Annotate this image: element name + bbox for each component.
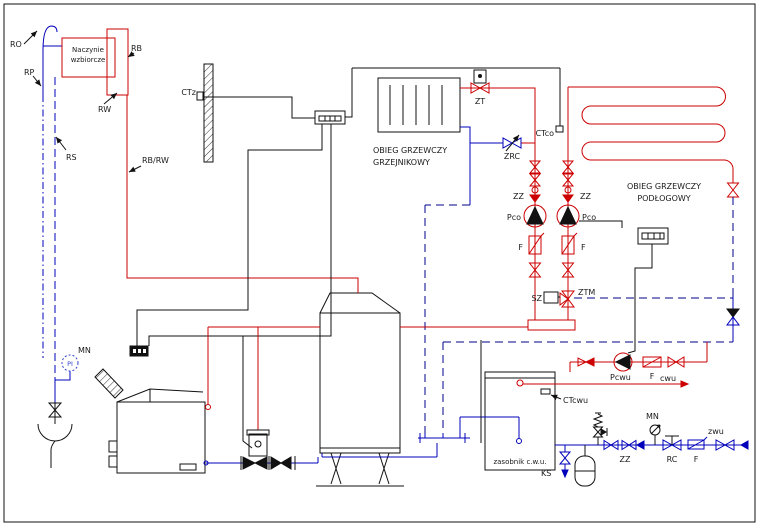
ctco-sensor [555,125,564,133]
wall-hatch [203,63,214,163]
flue-hatch [94,368,124,399]
label-rb: RB [131,44,142,53]
check-valve [577,357,588,367]
expansion-vessel [61,37,116,78]
check-valve [726,308,740,318]
label-pco-left: Pco [507,213,521,222]
manometer-drain-group [37,354,79,468]
label-ctz: CTz [181,88,196,97]
ztm-valve [559,290,575,308]
ctcwu-sensor [540,388,551,395]
label-naczynie-1: Naczynie [72,46,104,54]
label-zrc: ZRC [504,152,521,161]
filter-left [528,232,545,255]
boiler [94,368,211,474]
label-ztm: ZTM [578,288,595,297]
floor-coil [568,86,734,183]
drain-valve [47,402,63,411]
label-sz: SZ [531,294,542,303]
boiler-pump [240,429,296,470]
label-zasobnik: zasobnik c.w.u. [493,458,546,466]
filter-pcwu [642,356,662,368]
label-rb-rw: RB/RW [142,156,169,165]
filter-cw [687,436,708,450]
label-ctcwu: CTcwu [563,396,588,405]
ks-drain-arrow [561,469,569,479]
label-obieg-grzejnikowy-1: OBIEG GRZEWCZY [373,146,447,155]
wall-ctz [196,63,315,163]
dhw-tank [484,371,556,471]
expansion-vessel-group [23,25,359,380]
label-rw: RW [98,105,111,114]
label-zt: ZT [475,97,485,106]
valve-pcwu [667,356,677,368]
zwu-flow-arrow [739,440,749,450]
rc-reducer [662,435,682,451]
label-rc: RC [667,455,678,464]
label-pi: PI [67,360,73,368]
label-obieg-podlogowy-1: OBIEG GRZEWCZY [627,182,701,191]
ctz-sensor [196,91,204,101]
pump-station [207,160,580,430]
label-rp: RP [24,68,35,77]
zz-check-right [561,160,575,203]
radiator-circuit [377,69,564,320]
label-ro: RO [10,40,22,49]
zz-check-left [528,160,542,203]
label-f-pcwu: F [650,372,655,381]
zt-valve [470,82,482,94]
floor-circuit [424,86,740,433]
label-ks: KS [541,469,551,478]
system-controller [480,220,669,443]
label-f-cw: F [694,455,699,464]
boiler-supply-port [205,404,211,410]
ks-valve [558,451,572,459]
boiler-controller [129,67,561,449]
label-zwu: zwu [708,427,724,436]
label-f-left: F [518,243,523,252]
zrc-valve [502,137,514,149]
manometer-cw [649,424,661,445]
label-zz-cw: ZZ [620,455,631,464]
label-naczynie-2: wzbiorcze [71,56,106,64]
supply-manifold [527,319,576,331]
pco-pump-left [523,204,547,228]
label-zz-left: ZZ [513,192,524,201]
label-mn-right: MN [646,412,659,421]
label-rs: RS [66,153,77,162]
sz-servo [543,291,559,304]
label-mn-left: MN [78,346,91,355]
pcwu-pump [613,352,633,372]
cwu-flow-arrow [680,380,690,388]
valve-left [528,262,542,271]
safety-valve [592,412,608,445]
floor-return-valve [726,182,740,191]
buffer-tank [316,292,404,487]
label-obieg-grzejnikowy-2: GRZEJNIKOWY [373,158,430,167]
labels: RO RP Naczynie wzbiorcze RB RW RS RB/RW … [10,40,724,478]
pco-pump-right [556,204,580,228]
valve-right [561,262,575,271]
label-ctco: CTco [536,129,555,138]
label-cwu: cwu [660,374,676,383]
filter-right [561,232,578,255]
zwu-valve [715,439,727,451]
cold-water-line [555,412,749,487]
label-zz-right: ZZ [580,192,591,201]
drain-funnel [37,423,73,442]
diagram-border [3,3,756,523]
dhw-cold-port [516,438,522,444]
pressure-gauge [61,354,79,372]
dhw-hot-port [516,379,524,387]
zt-actuator [473,69,487,84]
radiator [377,77,461,133]
label-pco-right: Pco [582,213,596,222]
zz-check-cw [603,439,645,451]
label-pcwu: Pcwu [610,373,631,382]
label-f-right: F [581,243,586,252]
label-obieg-podlogowy-2: PODŁOGOWY [637,194,690,203]
dhw-circulation [523,342,708,400]
